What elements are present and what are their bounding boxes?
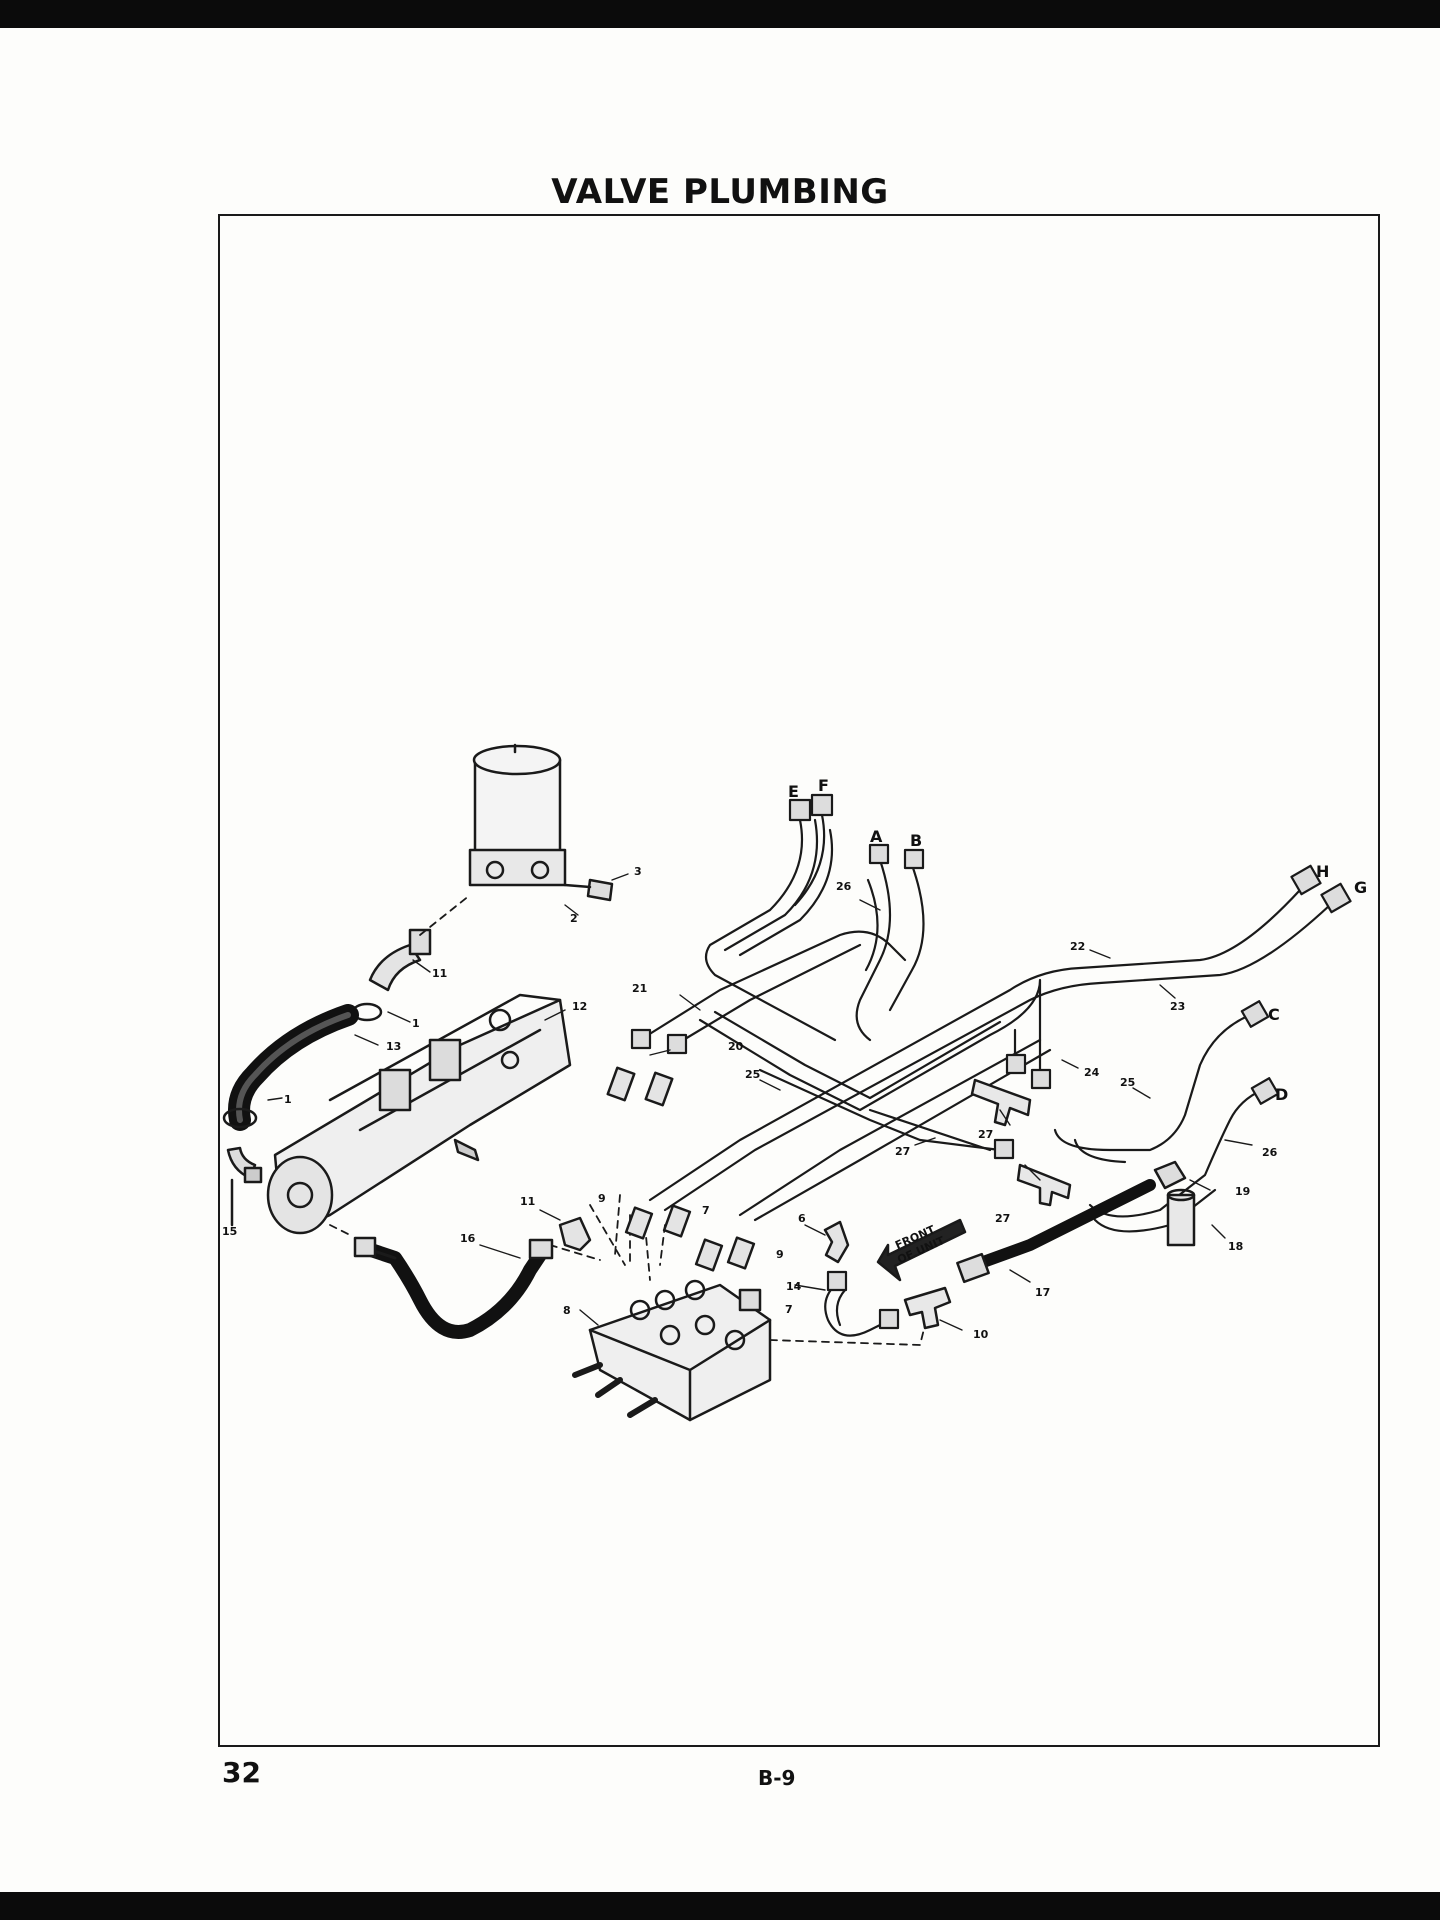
callout-17: 18 (1228, 1240, 1243, 1253)
line-end-e: E (788, 782, 799, 801)
diagram-frame (218, 214, 1380, 1747)
callout-19: 20 (728, 1040, 744, 1053)
tube-lines-21-22 (648, 864, 1352, 1222)
callout-7-upper: 7 (702, 1204, 710, 1217)
suction-hose (228, 1004, 359, 1131)
bottom-black-bar (0, 1892, 1440, 1920)
callout-15: 16 (460, 1232, 476, 1245)
top-black-bar (0, 0, 1440, 28)
line-end-c: C (1268, 1005, 1280, 1024)
callout-18: 19 (1235, 1185, 1250, 1198)
hydraulic-pump (266, 993, 572, 1235)
callout-21: 22 (1070, 940, 1085, 953)
callout-9-right: 9 (776, 1248, 784, 1261)
callout-26-upper: 26 (836, 880, 852, 893)
callout-9-left: 9 (598, 1192, 606, 1205)
line-end-a: A (870, 827, 883, 846)
elbow-fitting-14 (226, 1146, 263, 1227)
callout-5: 13 (386, 1040, 401, 1053)
elbow-fitting-4 (368, 928, 432, 992)
callout-12: 12 (572, 1000, 587, 1013)
callout-10: 10 (973, 1328, 989, 1341)
hose-16 (956, 1160, 1187, 1284)
pressure-hose-15 (353, 1236, 554, 1339)
callout-6: 6 (798, 1212, 806, 1225)
callout-27-lower: 27 (995, 1212, 1010, 1225)
line-end-h: H (1316, 862, 1329, 881)
callout-26-lower: 27 (895, 1145, 910, 1158)
tube-lines-19-20 (630, 930, 907, 1055)
callout-1-bottom: 1 (284, 1093, 292, 1106)
page-number: 32 (222, 1756, 261, 1789)
tube-lines-ab (855, 843, 925, 1042)
tee-fitting-10 (903, 1286, 952, 1330)
hose-clamp-bottom (222, 1107, 258, 1129)
tube-line-13 (824, 1270, 900, 1337)
elbow-fitting-6 (823, 1220, 850, 1264)
filter-fitting-3 (563, 878, 614, 902)
page-title: VALVE PLUMBING (551, 172, 889, 212)
callout-14: 15 (222, 1225, 237, 1238)
fittings-9 (606, 1066, 756, 1272)
tube-lines-ef (704, 793, 837, 1042)
line-end-g: G (1354, 878, 1367, 897)
callout-1-top: 1 (412, 1017, 420, 1030)
front-arrow-icon (876, 1218, 967, 1282)
callout-24: 25 (745, 1068, 760, 1081)
tube-line-24-26 (758, 1068, 1015, 1160)
callout-13: 14 (786, 1280, 802, 1293)
callout-2: 2 (570, 912, 578, 925)
callout-20: 21 (632, 982, 647, 995)
callout-3: 3 (634, 865, 642, 878)
callout-25-lower: 26 (1262, 1146, 1278, 1159)
line-end-d: D (1275, 1085, 1288, 1104)
tee-fittings-27 (970, 1078, 1072, 1207)
callout-7-lower: 7 (785, 1303, 793, 1316)
callout-11: 11 (520, 1195, 535, 1208)
filter-canister (468, 743, 567, 887)
callout-8: 8 (563, 1304, 571, 1317)
line-end-f: F (818, 776, 829, 795)
check-valve-17 (1166, 1188, 1196, 1247)
callout-27-upper: 27 (978, 1128, 993, 1141)
page-code: B-9 (758, 1766, 796, 1790)
tube-line-23 (698, 978, 1052, 1112)
callout-25-upper: 25 (1120, 1076, 1135, 1089)
callout-4: 11 (432, 967, 447, 980)
callout-16: 17 (1035, 1286, 1050, 1299)
control-valve (572, 1279, 772, 1422)
callout-23: 24 (1084, 1066, 1100, 1079)
callout-22: 23 (1170, 1000, 1185, 1013)
elbow-fitting-11 (558, 1216, 592, 1252)
line-end-b: B (910, 831, 922, 850)
